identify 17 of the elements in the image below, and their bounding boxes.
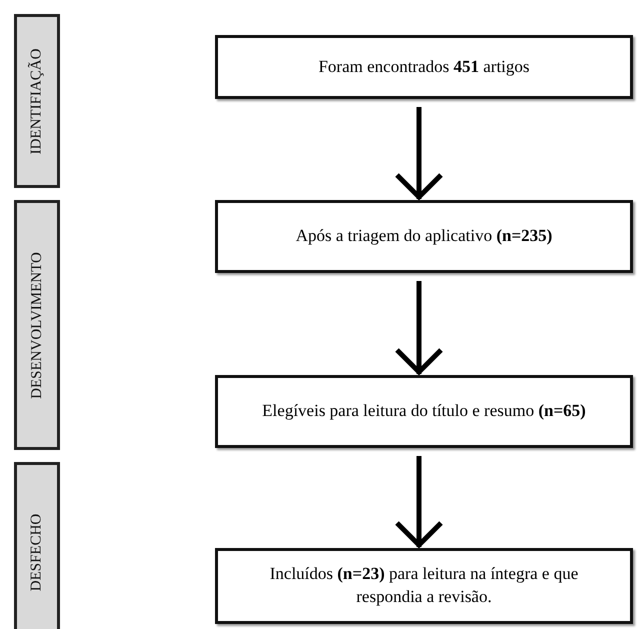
box-text: Foram encontrados 451 artigos xyxy=(318,56,530,78)
process-box xyxy=(215,200,633,273)
stage-label: IDENTIFIAÇÃO xyxy=(28,48,46,154)
process-box xyxy=(215,375,633,448)
stage-band xyxy=(14,14,60,188)
arrow xyxy=(394,107,444,200)
stage-label: DESENVOLVIMENTO xyxy=(28,252,46,398)
box-text: Após a triagem do aplicativo (n=235) xyxy=(296,225,552,248)
process-box xyxy=(215,35,633,99)
stage-label: DESFECHO xyxy=(28,513,46,591)
arrow xyxy=(394,281,444,374)
arrow xyxy=(394,456,444,548)
box-text: Incluídos (n=23) para leitura na íntegra e que respondia a revisão. xyxy=(268,563,580,608)
process-box xyxy=(215,548,633,624)
stage-band xyxy=(14,200,60,450)
box-text: Elegíveis para leitura do título e resumo (n=65) xyxy=(262,400,586,422)
stage-band xyxy=(14,462,60,629)
